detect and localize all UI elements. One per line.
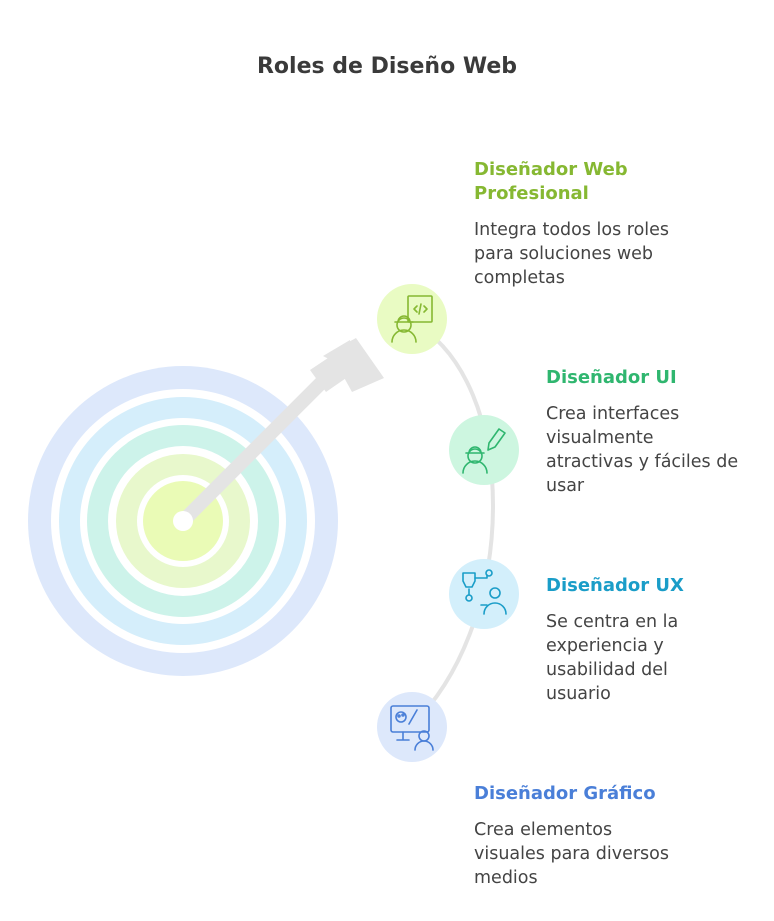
role-block-web: Diseñador Web Profesional Integra todos …: [474, 158, 694, 290]
role-description-grafico: Crea elementos visuales para diversos me…: [474, 820, 670, 888]
role-heading-grafico: Diseñador Gráfico: [474, 783, 656, 804]
role-description-ux: Se centra en la experiencia y usabilidad…: [546, 612, 679, 704]
web-developer-icon: [377, 284, 447, 354]
graphic-designer-icon: [377, 692, 447, 762]
ux-flow-icon: [449, 559, 519, 629]
role-icon-web: [377, 284, 447, 354]
arrow-icon: [173, 338, 384, 531]
role-description-ui: Crea interfaces visualmente atractivas y…: [546, 404, 739, 496]
role-heading-ui: Diseñador UI: [546, 367, 677, 388]
role-heading-web: Diseñador Web Profesional: [474, 159, 628, 204]
role-heading-ux: Diseñador UX: [546, 575, 684, 596]
role-description-web: Integra todos los roles para soluciones …: [474, 220, 670, 288]
role-block-ux: Diseñador UX Se centra en la experiencia…: [546, 574, 716, 706]
role-icon-grafico: [377, 692, 447, 762]
page-title: Roles de Diseño Web: [256, 54, 517, 79]
role-icon-ui: [449, 415, 519, 485]
connector-arc: [410, 320, 495, 727]
role-block-ui: Diseñador UI Crea interfaces visualmente…: [546, 366, 746, 498]
ui-designer-icon: [449, 415, 519, 485]
role-icon-ux: [449, 559, 519, 629]
role-block-grafico: Diseñador Gráfico Crea elementos visuale…: [474, 782, 674, 890]
